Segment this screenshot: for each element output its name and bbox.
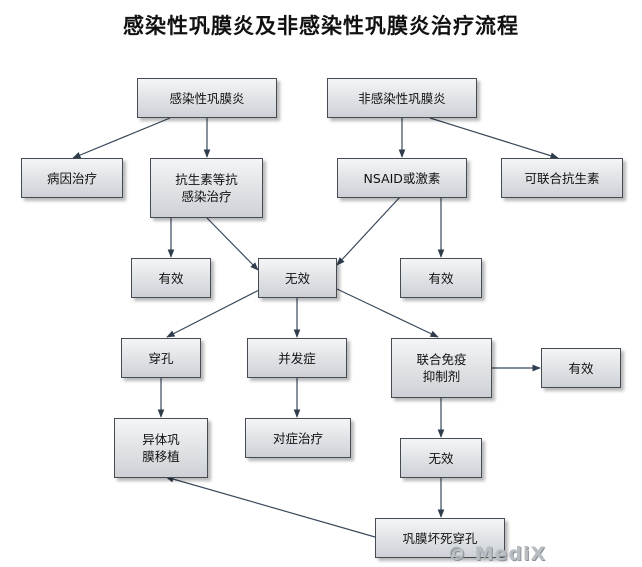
node-antibiotic-treatment: 抗生素等抗 感染治疗: [150, 158, 263, 218]
node-etiology-treatment: 病因治疗: [21, 158, 123, 198]
node-effective-antibiotic: 有效: [131, 258, 211, 298]
node-perforation: 穿孔: [121, 338, 201, 378]
edge-ineffective-to-immuno: [336, 288, 439, 338]
node-non-infectious-scleritis: 非感染性巩膜炎: [327, 78, 477, 118]
edge-ineffective-to-perforation: [166, 286, 266, 338]
node-necrotizing-perforation: 巩膜坏死穿孔: [375, 518, 505, 558]
node-combined-antibiotics: 可联合抗生素: [501, 158, 623, 198]
node-scleral-graft: 异体巩 膜移植: [114, 418, 208, 478]
node-immunosuppressant: 联合免疫 抑制剂: [391, 338, 492, 398]
node-complication: 并发症: [247, 338, 347, 378]
edge-infectious-to-etiology: [72, 117, 171, 159]
edge-nsaid-to-ineffective: [336, 196, 401, 266]
page-title: 感染性巩膜炎及非感染性巩膜炎治疗流程: [123, 14, 519, 38]
edge-noninfectious-to-combined: [429, 117, 559, 159]
node-effective-immuno: 有效: [541, 348, 621, 388]
watermark-logo: © MediX: [447, 543, 547, 565]
node-infectious-scleritis: 感染性巩膜炎: [137, 78, 277, 118]
node-ineffective-immuno: 无效: [400, 438, 482, 478]
node-symptomatic-treatment: 对症治疗: [245, 418, 351, 458]
node-nsaid-steroid: NSAID或激素: [337, 158, 467, 198]
node-ineffective-main: 无效: [258, 258, 337, 298]
edge-necrotizing-to-graft: [165, 475, 376, 538]
node-effective-nsaid: 有效: [400, 258, 482, 298]
edge-antibiotic-to-ineffective: [206, 217, 259, 271]
